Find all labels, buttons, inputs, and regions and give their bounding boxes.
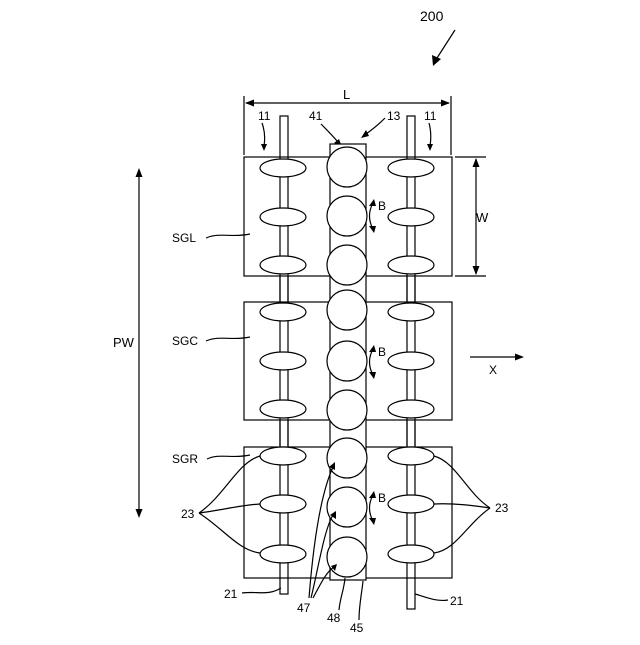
roller-4: [327, 290, 367, 330]
wheel-left-8: [260, 495, 306, 513]
leader-sgl: [206, 234, 250, 238]
label-w: W: [476, 210, 489, 225]
label-23-left: 23: [181, 507, 195, 521]
wheel-right-5: [388, 352, 434, 370]
wheel-right-7: [388, 447, 434, 465]
wheel-left-1: [260, 159, 306, 177]
label-pw: PW: [113, 335, 135, 350]
label-sgl: SGL: [172, 231, 196, 245]
leader-11-left: [262, 123, 265, 146]
wheel-left-2: [260, 208, 306, 226]
wheel-left-7: [260, 447, 306, 465]
wheel-right-9: [388, 545, 434, 563]
arrowhead-13: [361, 130, 369, 138]
leader-21-left: [242, 588, 281, 593]
label-41: 41: [309, 109, 323, 123]
wheel-left-6: [260, 400, 306, 418]
wheel-right-2: [388, 208, 434, 226]
arrowhead-11-right: [427, 144, 433, 151]
leader-45: [359, 581, 363, 620]
leader-48: [339, 578, 345, 610]
dim-l-arrow-left: [245, 100, 254, 107]
arrowhead-200: [432, 55, 441, 66]
leader-11-right: [429, 123, 431, 146]
label-sgc: SGC: [172, 334, 198, 348]
wheel-right-8: [388, 495, 434, 513]
wheel-left-5: [260, 352, 306, 370]
roller-7: [327, 438, 367, 478]
dim-pw-arrow-bottom: [136, 509, 143, 518]
label-13: 13: [387, 109, 401, 123]
wheel-left-3: [260, 256, 306, 274]
x-arrowhead: [515, 354, 524, 361]
dim-pw-arrow-top: [136, 168, 143, 177]
roller-1: [327, 147, 367, 187]
wheel-right-1: [388, 159, 434, 177]
wheel-left-4: [260, 303, 306, 321]
label-48: 48: [327, 611, 341, 625]
label-11-right: 11: [424, 109, 437, 123]
wheel-right-3: [388, 256, 434, 274]
label-b-sgl: B: [378, 199, 386, 213]
label-21-right: 21: [450, 594, 464, 608]
label-b-sgc: B: [378, 345, 386, 359]
roller-2: [327, 196, 367, 236]
leader-41: [321, 124, 338, 142]
dim-w-arrow-bottom: [473, 266, 480, 275]
label-21-left: 21: [224, 587, 238, 601]
wheel-left-9: [260, 545, 306, 563]
dim-l-arrow-right: [441, 100, 450, 107]
leader-sgc: [206, 337, 250, 341]
label-x: X: [489, 363, 497, 377]
leader-13: [366, 118, 385, 134]
roller-8: [327, 487, 367, 527]
leader-21-right: [415, 594, 448, 600]
label-sgr: SGR: [172, 452, 198, 466]
wheel-right-6: [388, 400, 434, 418]
label-45: 45: [350, 621, 364, 635]
dim-w-arrow-top: [473, 158, 480, 167]
label-b-sgr: B: [378, 491, 386, 505]
label-47: 47: [297, 601, 311, 615]
label-l: L: [343, 87, 350, 102]
wheel-right-4: [388, 303, 434, 321]
label-200: 200: [420, 8, 444, 24]
label-11-left: 11: [258, 109, 271, 123]
arrowhead-11-left: [261, 144, 267, 151]
roller-6: [327, 390, 367, 430]
roller-5: [327, 341, 367, 381]
label-23-right: 23: [495, 501, 509, 515]
roller-9: [327, 537, 367, 577]
roller-3: [327, 245, 367, 285]
leader-200: [437, 30, 455, 58]
